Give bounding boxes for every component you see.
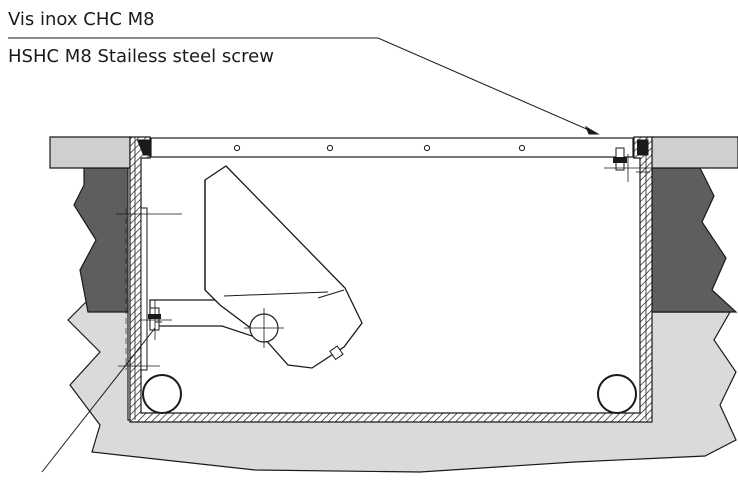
right-roller-icon bbox=[597, 374, 637, 414]
cover-bolt-hole bbox=[326, 144, 334, 152]
left-floor-slab bbox=[49, 136, 131, 169]
cover-bolt-hole bbox=[518, 144, 526, 152]
callout-label-fr: Vis inox CHC M8 bbox=[8, 9, 155, 30]
unit-connector bbox=[329, 345, 344, 361]
left-concrete-block bbox=[73, 167, 129, 313]
cover-bolt-hole bbox=[423, 144, 431, 152]
tilted-unit-housing bbox=[204, 165, 363, 369]
left-screw-assembly bbox=[140, 300, 172, 340]
pit-liner bbox=[129, 136, 653, 423]
left-roller-icon bbox=[142, 374, 182, 414]
top-cover-plate bbox=[150, 137, 634, 158]
left-mounting-plate bbox=[116, 207, 182, 371]
callout-arrowhead-icon bbox=[584, 125, 600, 135]
right-floor-slab bbox=[651, 136, 738, 169]
callout-label-en: HSHC M8 Stailess steel screw bbox=[8, 46, 274, 67]
right-cover-clamp bbox=[637, 139, 649, 156]
callout-leader-bottom bbox=[41, 327, 156, 473]
right-screw-assembly bbox=[604, 147, 652, 182]
cover-bolt-hole bbox=[233, 144, 241, 152]
callout-leader-top bbox=[377, 37, 599, 135]
right-concrete-block bbox=[651, 167, 738, 313]
left-cover-clamp bbox=[137, 139, 151, 156]
